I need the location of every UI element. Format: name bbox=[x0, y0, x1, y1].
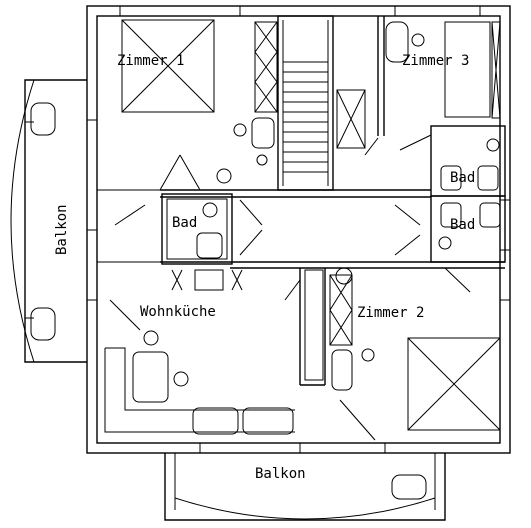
label-zimmer-2: Zimmer 2 bbox=[357, 305, 424, 321]
exterior-walls bbox=[86, 5, 511, 454]
kitchen-counter bbox=[104, 330, 295, 435]
sanitary-fixtures bbox=[171, 21, 501, 391]
bed-zimmer2 bbox=[407, 337, 501, 431]
bed-zimmer3 bbox=[444, 21, 491, 118]
bed-zimmer1 bbox=[121, 19, 215, 113]
label-zimmer-3: Zimmer 3 bbox=[402, 53, 469, 69]
label-bad-right-top: Bad bbox=[450, 170, 475, 186]
door-swings bbox=[109, 134, 471, 441]
balcony-bottom bbox=[164, 453, 446, 521]
label-balkon-left: Balkon bbox=[54, 204, 70, 255]
label-bad-right-bottom: Bad bbox=[450, 217, 475, 233]
balcony-left bbox=[10, 79, 87, 363]
label-bad-left: Bad bbox=[172, 215, 197, 231]
label-zimmer-1: Zimmer 1 bbox=[117, 53, 184, 69]
label-balkon-bottom: Balkon bbox=[255, 466, 306, 482]
staircase bbox=[282, 20, 329, 186]
label-wohnkueche: Wohnküche bbox=[140, 304, 216, 320]
interior-walls bbox=[87, 6, 510, 453]
wardrobes bbox=[254, 21, 501, 381]
